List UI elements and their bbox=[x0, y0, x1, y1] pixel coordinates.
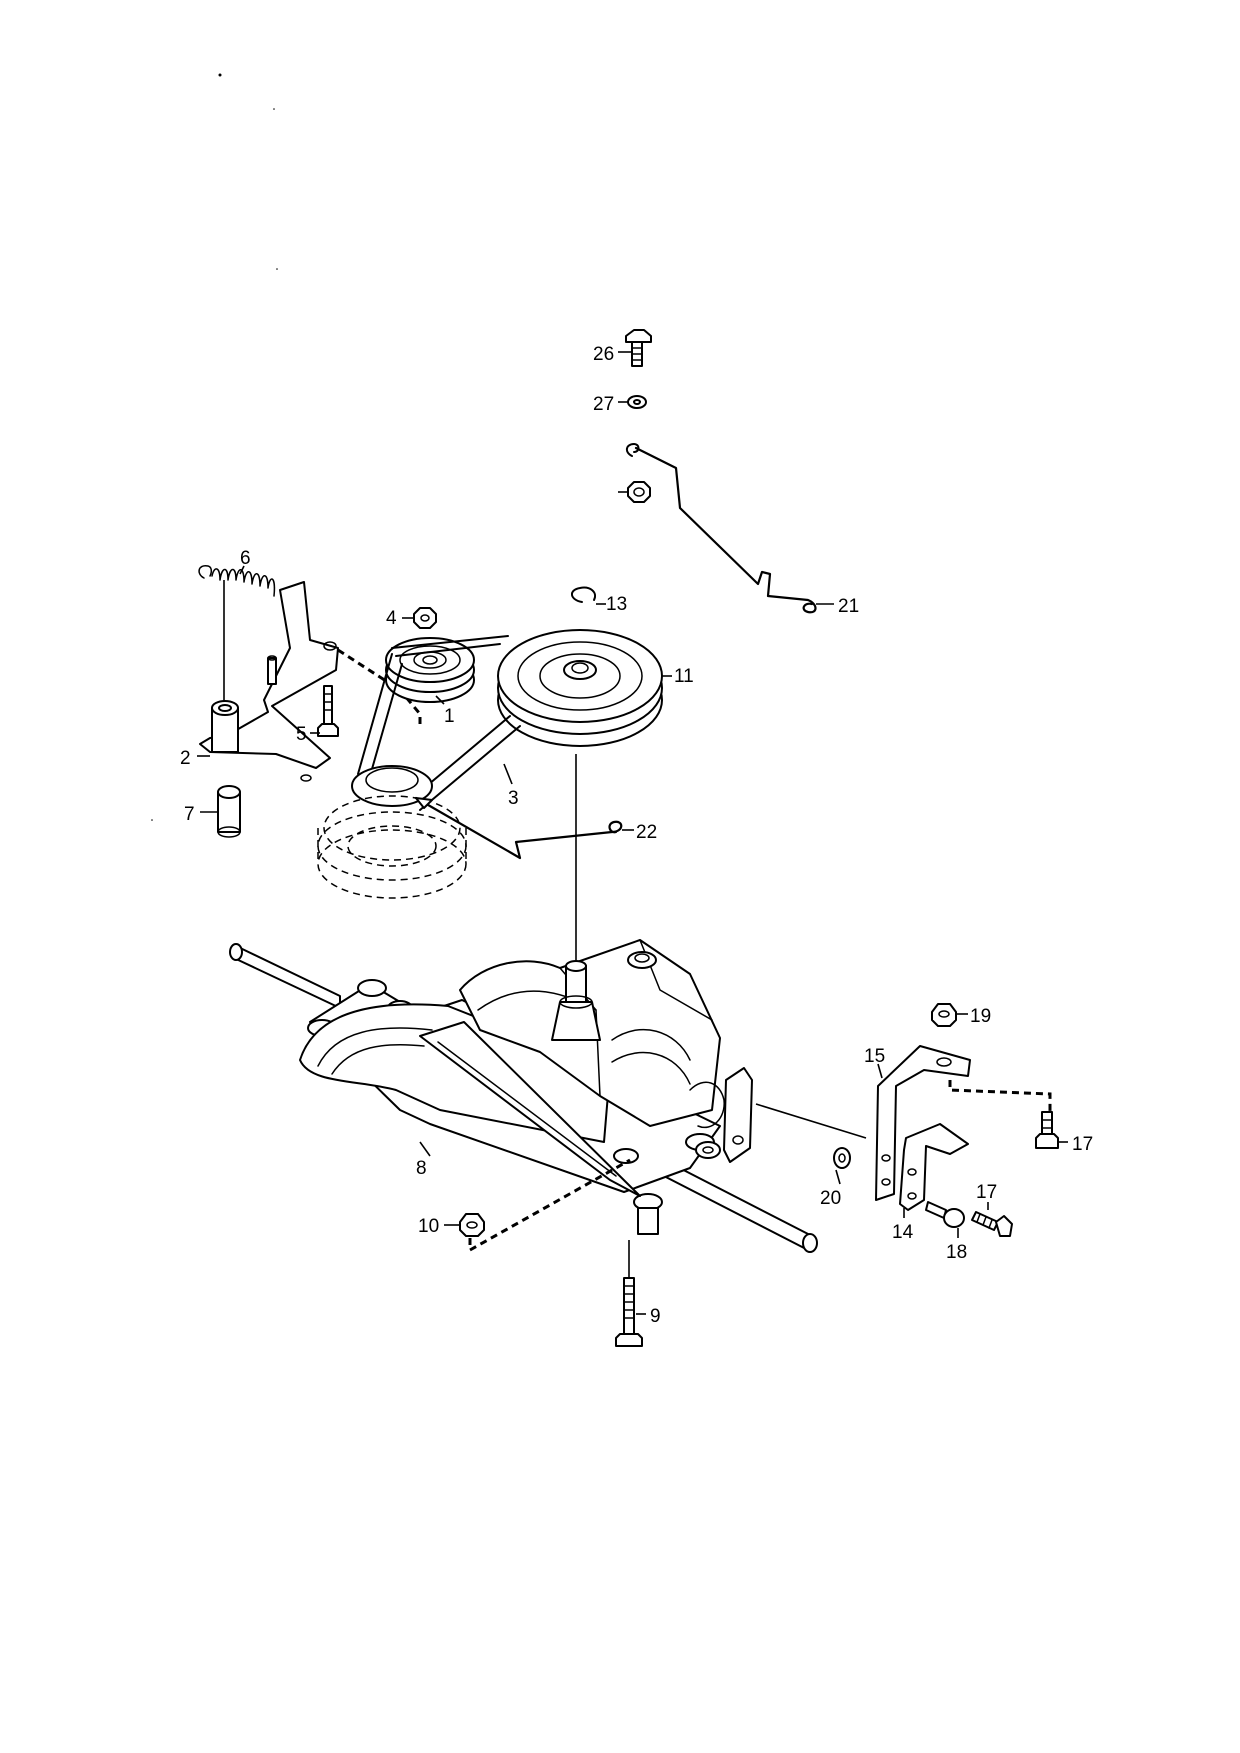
callout-18: 18 bbox=[946, 1242, 967, 1263]
callout-2: 2 bbox=[180, 748, 191, 769]
speck bbox=[273, 108, 275, 110]
spring-6 bbox=[198, 565, 276, 712]
bolt-17-lower bbox=[971, 1211, 1013, 1237]
bracket-14 bbox=[899, 1123, 969, 1211]
rod-26 bbox=[414, 796, 623, 860]
bolt-18 bbox=[925, 1201, 965, 1228]
bolt-5 bbox=[317, 685, 339, 737]
callout-7: 7 bbox=[184, 804, 195, 825]
callout-3: 3 bbox=[508, 788, 519, 809]
lower-idler-pulley bbox=[317, 765, 467, 899]
assembly-line-bracket bbox=[337, 648, 422, 726]
nut-10 bbox=[459, 1213, 485, 1237]
callout-20: 21 bbox=[838, 596, 859, 617]
bolt-9 bbox=[615, 1240, 643, 1347]
nut-4 bbox=[413, 607, 437, 629]
callout-10: 10 bbox=[418, 1216, 439, 1237]
speck bbox=[151, 819, 153, 821]
callout-5: 5 bbox=[296, 724, 307, 745]
callout-11: 11 bbox=[674, 666, 694, 687]
callout-labels: 26 27 21 6 4 13 11 1 5 2 7 3 22 8 10 9 1… bbox=[180, 344, 1093, 1327]
callout-17-lower: 17 bbox=[976, 1182, 997, 1203]
washer-22 bbox=[627, 395, 647, 409]
callout-6: 6 bbox=[240, 548, 251, 569]
speck bbox=[276, 268, 278, 270]
shift-rod-20 bbox=[626, 443, 817, 614]
assembly-line-bracket-15-bolt bbox=[948, 1080, 1052, 1112]
callout-15: 15 bbox=[864, 1046, 885, 1067]
callout-19-left: 20 bbox=[820, 1188, 841, 1209]
bolt-17-right bbox=[1035, 1111, 1059, 1149]
speck bbox=[218, 73, 222, 77]
callout-8: 8 bbox=[416, 1158, 427, 1179]
callout-1: 1 bbox=[444, 706, 455, 727]
nut-19-top bbox=[931, 1003, 957, 1027]
callout-21: 26 bbox=[593, 344, 614, 365]
transaxle-8 bbox=[229, 939, 818, 1253]
assembly-line-nut-10 bbox=[468, 1158, 631, 1253]
nut-27 bbox=[627, 481, 651, 503]
callout-13: 13 bbox=[606, 594, 627, 615]
washer-19 bbox=[833, 1147, 851, 1169]
callout-19-top: 19 bbox=[970, 1006, 991, 1027]
callout-17-right: 17 bbox=[1072, 1134, 1093, 1155]
clip-13 bbox=[571, 586, 596, 603]
leader-lines bbox=[197, 351, 1068, 1315]
drive-pulley-11 bbox=[497, 629, 663, 747]
bolt-21 bbox=[625, 329, 652, 367]
idler-bracket-2 bbox=[199, 581, 339, 782]
callout-14: 14 bbox=[892, 1222, 914, 1243]
assembly-line-bracket-15 bbox=[755, 1103, 867, 1139]
callout-26: 22 bbox=[636, 822, 657, 843]
callout-9: 9 bbox=[650, 1306, 661, 1327]
bushing-7 bbox=[217, 785, 241, 838]
callout-22: 27 bbox=[593, 394, 614, 415]
bracket-15 bbox=[875, 1045, 971, 1201]
callout-4: 4 bbox=[386, 608, 397, 629]
